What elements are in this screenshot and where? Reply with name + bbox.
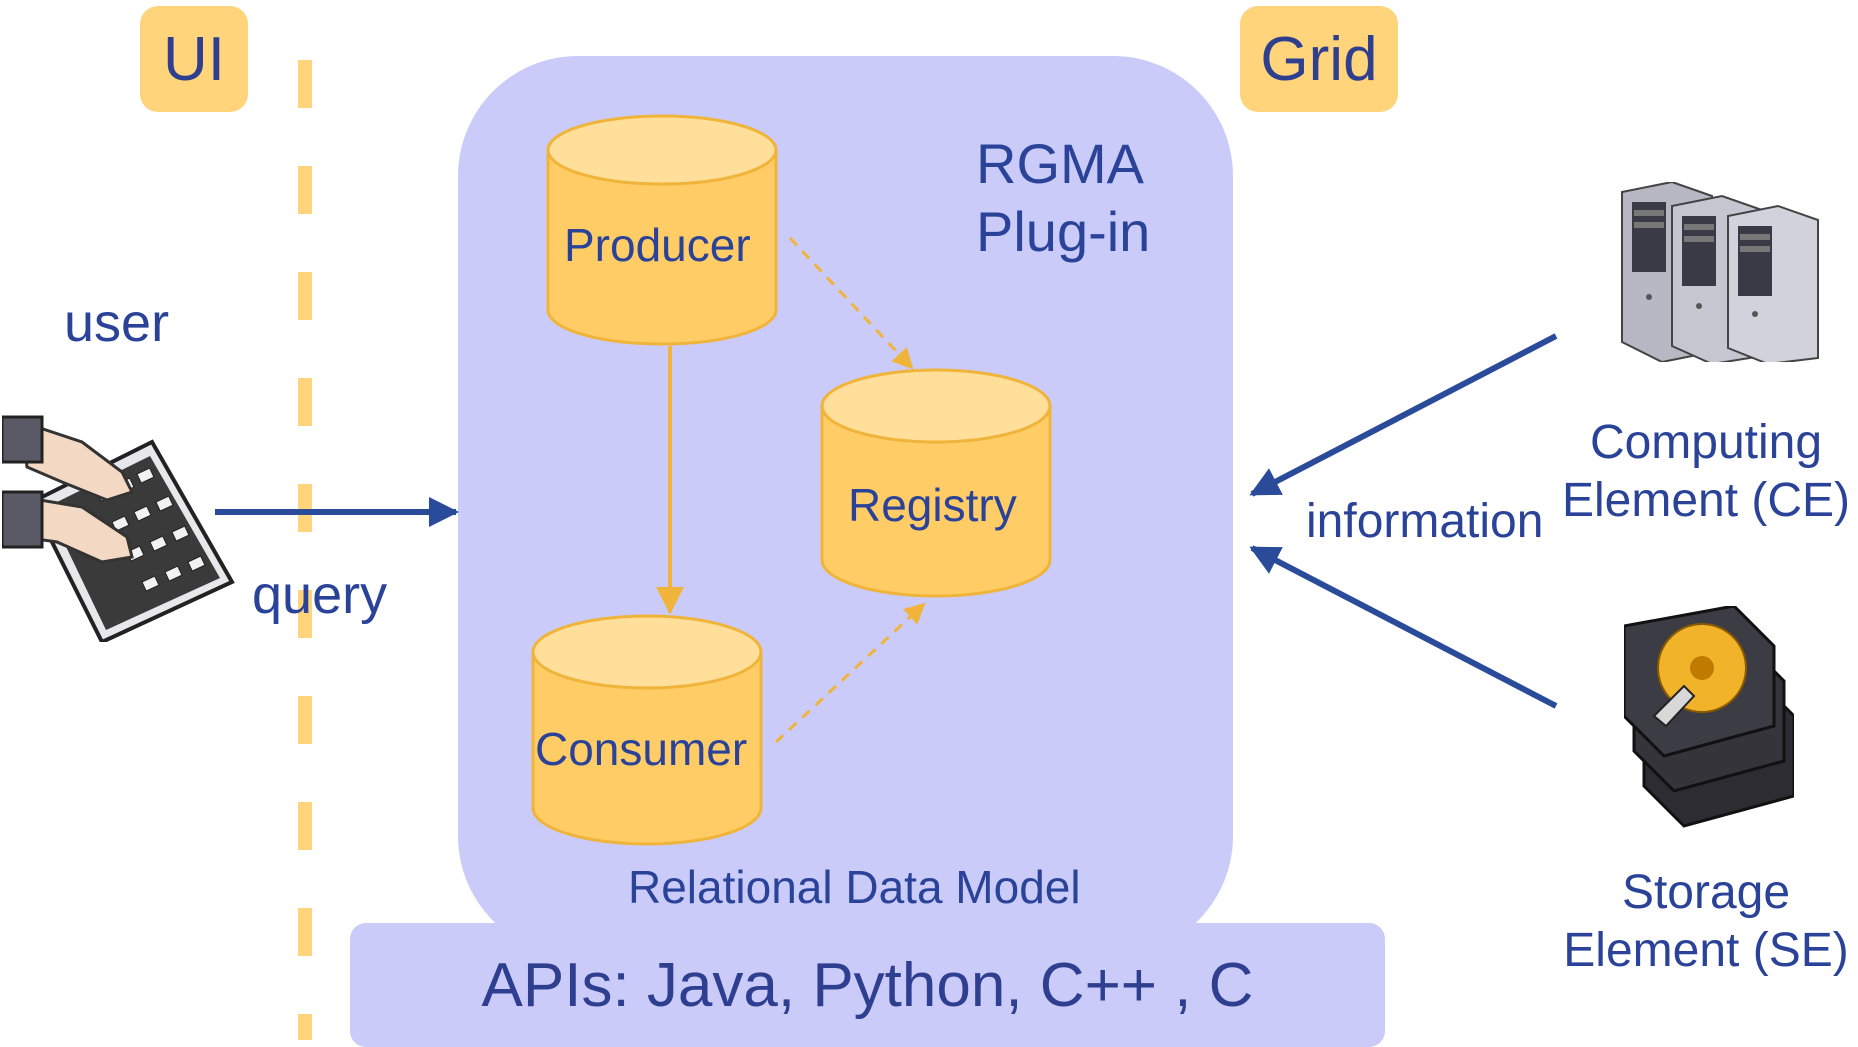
ce-label: Computing Element (CE) (1556, 414, 1856, 530)
registry-cylinder (820, 368, 1052, 598)
server-tower-icon (1621, 182, 1819, 362)
apis-label: APIs: Java, Python, C++ , C (481, 950, 1254, 1020)
grid-side-label: Grid (1240, 6, 1398, 112)
se-label-line2: Element (SE) (1563, 924, 1849, 977)
producer-to-registry-arrow (788, 236, 914, 370)
grid-side-label-text: Grid (1260, 24, 1378, 94)
ce-label-line1: Computing (1589, 416, 1823, 469)
ui-side-label: UI (140, 6, 248, 112)
plugin-title: RGMA Plug-in (976, 130, 1150, 266)
user-label: user (64, 293, 170, 353)
query-label: query (252, 565, 388, 625)
ce-label-line2: Element (CE) (1561, 474, 1851, 527)
ui-side-label-text: UI (163, 24, 225, 94)
consumer-label: Consumer (535, 723, 748, 775)
keyboard-typing-icon (2, 415, 235, 642)
data-model-label: Relational Data Model (628, 861, 1081, 913)
consumer-to-registry-arrow (774, 602, 926, 744)
plugin-title-line2: Plug-in (976, 200, 1151, 263)
se-label: Storage Element (SE) (1556, 864, 1856, 980)
hard-drive-stack-icon (1624, 606, 1794, 828)
registry-label: Registry (848, 479, 1017, 531)
se-label-line1: Storage (1621, 866, 1791, 919)
plugin-title-line1: RGMA (976, 132, 1144, 195)
consumer-cylinder (531, 614, 763, 846)
apis-bar: APIs: Java, Python, C++ , C (350, 923, 1385, 1047)
information-label: information (1306, 495, 1544, 548)
producer-label: Producer (564, 219, 751, 271)
ce-information-arrow (1249, 333, 1558, 497)
producer-cylinder (546, 114, 778, 346)
se-information-arrow (1249, 545, 1558, 709)
